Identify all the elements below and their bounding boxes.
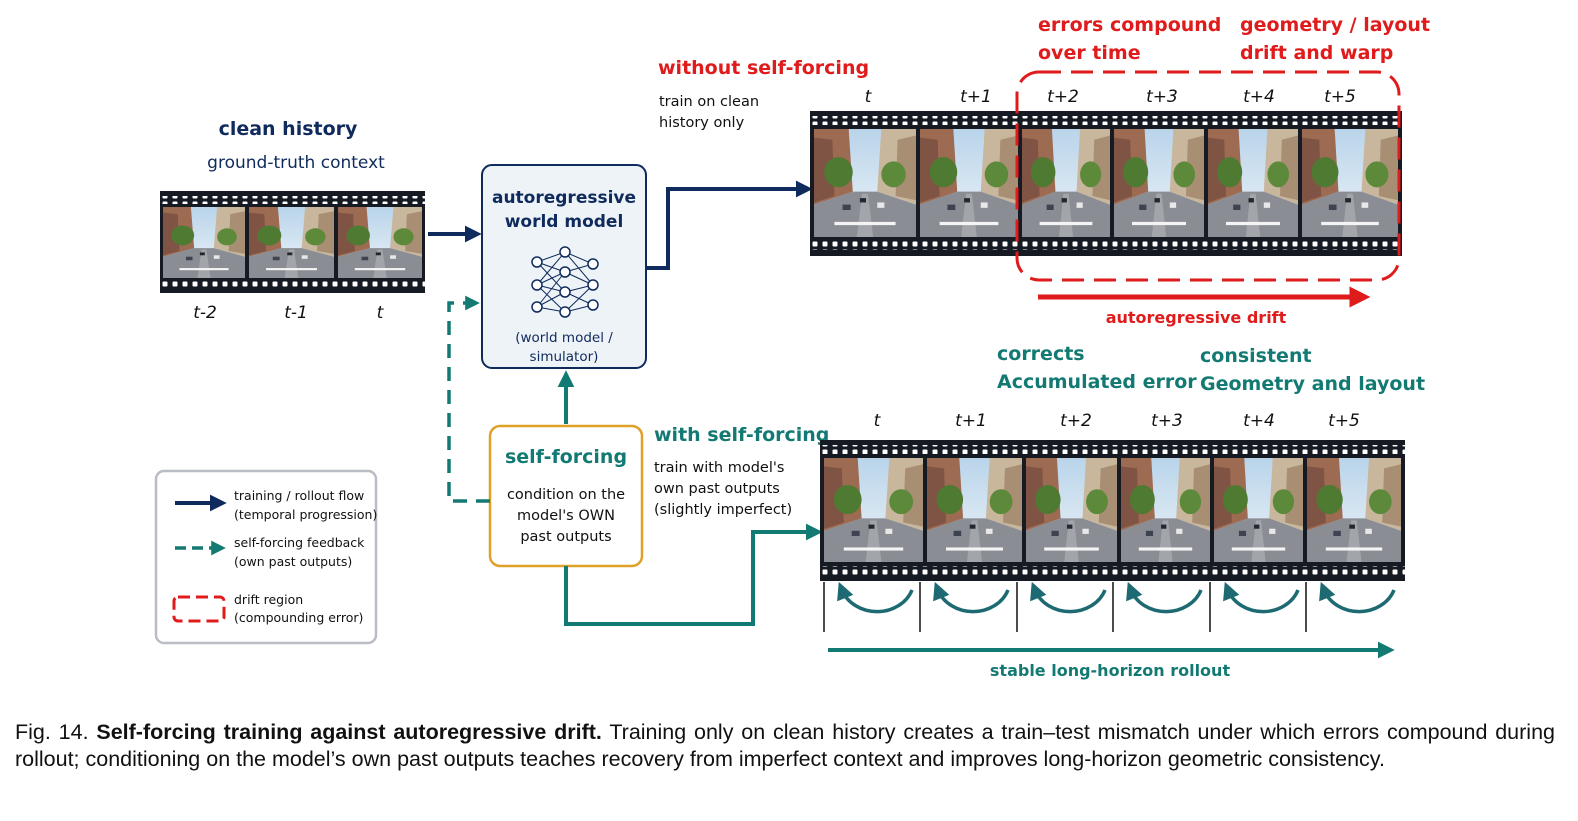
without-title: without self-forcing bbox=[658, 57, 869, 79]
self-forcing-feedback-arrow bbox=[447, 295, 490, 503]
world-model-note: (world model / bbox=[515, 330, 613, 346]
clean-history-title: clean history bbox=[219, 118, 358, 140]
frame-label: t+3 bbox=[1151, 411, 1183, 431]
correction-loop-icon bbox=[1126, 581, 1203, 614]
caption-text: Training only on clean history creates a… bbox=[15, 720, 1555, 771]
film-frame bbox=[249, 207, 334, 278]
rollout-label: stable long-horizon rollout bbox=[990, 661, 1231, 680]
legend-label: (compounding error) bbox=[234, 610, 363, 625]
film-frame bbox=[920, 129, 1018, 237]
film-frame bbox=[1022, 129, 1110, 237]
legend-label: drift region bbox=[234, 592, 303, 607]
neural-network-icon bbox=[531, 246, 599, 318]
correction-loop-icon bbox=[1030, 581, 1107, 614]
frame-label: t bbox=[865, 87, 873, 107]
legend: training / rollout flow (temporal progre… bbox=[154, 469, 377, 645]
legend-label: training / rollout flow bbox=[234, 488, 364, 503]
flow-arrow bbox=[647, 180, 813, 270]
legend-label: (own past outputs) bbox=[234, 554, 352, 569]
film-frame bbox=[927, 458, 1022, 562]
legend-label: self-forcing feedback bbox=[234, 535, 365, 550]
correction-loops bbox=[823, 581, 1396, 632]
self-forcing-desc: model's OWN bbox=[517, 508, 615, 524]
self-forcing-title: self-forcing bbox=[505, 446, 627, 468]
frame-label: t bbox=[874, 411, 882, 431]
with-frame-labels: t t+1 t+2 t+3 t+4 t+5 bbox=[874, 411, 1360, 431]
self-forcing-desc: condition on the bbox=[507, 487, 625, 503]
frame-label: t+4 bbox=[1243, 87, 1275, 107]
world-model-title: world model bbox=[505, 212, 624, 232]
frame-label: t-1 bbox=[284, 303, 308, 323]
self-forcing-diagram: clean history ground-truth context t-2 t… bbox=[154, 14, 1430, 680]
film-frame bbox=[163, 207, 245, 278]
film-frame bbox=[1302, 129, 1398, 237]
world-model-note: simulator) bbox=[530, 349, 599, 365]
world-model-box: autoregressive world model (world model … bbox=[481, 164, 647, 369]
caption-prefix: Fig. 14. bbox=[15, 720, 89, 744]
without-desc: train on clean bbox=[659, 94, 759, 110]
with-desc: own past outputs bbox=[654, 481, 780, 497]
frame-label: t+2 bbox=[1060, 411, 1092, 431]
with-note: consistent bbox=[1200, 345, 1312, 367]
world-model-title: autoregressive bbox=[492, 188, 636, 208]
frame-label: t+1 bbox=[960, 87, 992, 107]
without-note: over time bbox=[1038, 42, 1141, 64]
with-title: with self-forcing bbox=[654, 424, 829, 446]
correction-loop-icon bbox=[1223, 581, 1300, 614]
frame-label: t+5 bbox=[1328, 411, 1360, 431]
without-frame-labels: t t+1 t+2 t+3 t+4 t+5 bbox=[865, 87, 1356, 107]
without-note: drift and warp bbox=[1240, 42, 1393, 64]
figure-caption: Fig. 14. Self-forcing training against a… bbox=[15, 719, 1555, 773]
correction-loop-icon bbox=[933, 581, 1010, 614]
film-frame bbox=[1214, 458, 1303, 562]
frame-label: t-2 bbox=[193, 303, 217, 323]
film-frame bbox=[338, 207, 422, 278]
with-filmstrip bbox=[820, 440, 1405, 581]
film-frame bbox=[1121, 458, 1210, 562]
film-frame bbox=[1114, 129, 1204, 237]
correction-loop-icon bbox=[837, 581, 914, 614]
clean-history-filmstrip bbox=[160, 191, 425, 293]
legend-label: (temporal progression) bbox=[234, 507, 377, 522]
frame-label: t+5 bbox=[1324, 87, 1356, 107]
film-frame bbox=[1307, 458, 1401, 562]
film-frame bbox=[814, 129, 916, 237]
frame-label: t+2 bbox=[1047, 87, 1079, 107]
correction-loop-icon bbox=[1319, 581, 1396, 614]
drift-region-box bbox=[1015, 70, 1401, 282]
with-desc: (slightly imperfect) bbox=[654, 502, 792, 518]
with-note: Geometry and layout bbox=[1200, 373, 1425, 395]
film-frame bbox=[1208, 129, 1298, 237]
without-filmstrip bbox=[810, 111, 1402, 256]
frame-label: t+4 bbox=[1243, 411, 1275, 431]
self-forcing-desc: past outputs bbox=[520, 529, 611, 545]
film-frame bbox=[824, 458, 923, 562]
frame-label: t bbox=[377, 303, 385, 323]
frame-label: t+3 bbox=[1146, 87, 1178, 107]
frame-label: t+1 bbox=[955, 411, 987, 431]
self-forcing-box: self-forcing condition on the model's OW… bbox=[488, 424, 644, 568]
red-dashed-box-icon bbox=[172, 595, 226, 623]
caption-title: Self-forcing training against autoregres… bbox=[96, 720, 602, 744]
without-note: errors compound bbox=[1038, 14, 1221, 36]
with-note: Accumulated error bbox=[997, 371, 1197, 393]
drift-label: autoregressive drift bbox=[1106, 308, 1287, 327]
film-frame bbox=[1026, 458, 1117, 562]
without-note: geometry / layout bbox=[1240, 14, 1430, 36]
with-note: corrects bbox=[997, 343, 1085, 365]
with-desc: train with model's bbox=[654, 460, 784, 476]
without-desc: history only bbox=[659, 115, 745, 131]
flow-arrow bbox=[564, 523, 823, 626]
clean-history-subtitle: ground-truth context bbox=[207, 153, 385, 173]
